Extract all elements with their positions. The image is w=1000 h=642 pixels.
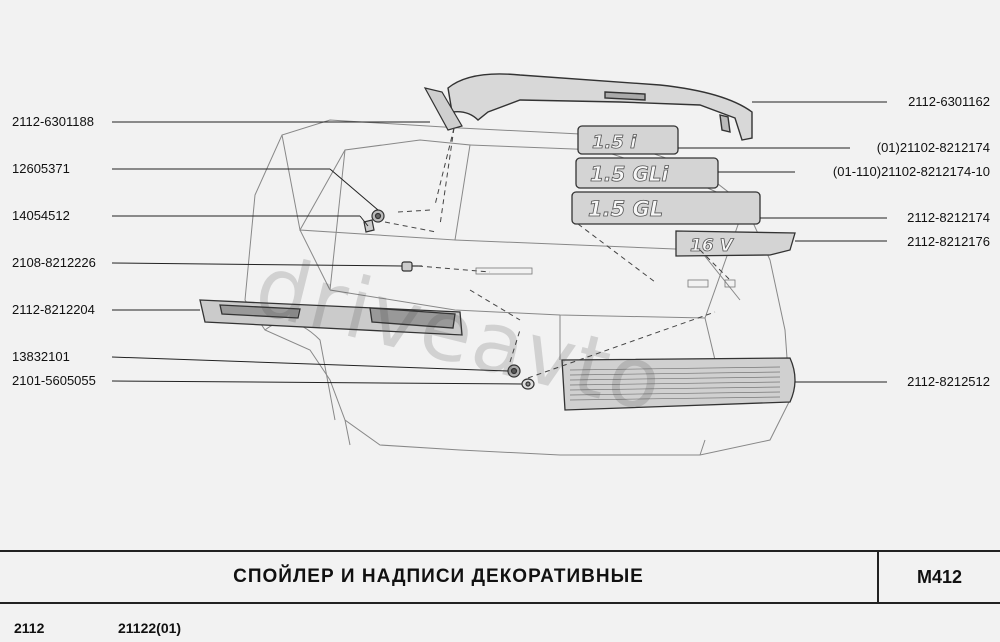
- footer-variant: 21122(01): [118, 620, 182, 636]
- badge-1: [577, 125, 679, 155]
- rear-spoiler: [447, 73, 753, 141]
- title-divider: [877, 552, 879, 602]
- label-2112-8212176: 2112-8212176: [907, 234, 990, 249]
- badge-4-text: 16 V: [690, 236, 735, 256]
- label-01-21102-8212174: (01)21102-8212174: [876, 140, 990, 155]
- label-01-110-21102-8212174-10: (01-110)21102-8212174-10: [832, 164, 990, 179]
- label-2112-8212174: 2112-8212174: [907, 210, 990, 225]
- label-2108-8212226: 2108-8212226: [12, 255, 96, 270]
- label-2112-6301162: 2112-6301162: [908, 94, 990, 109]
- sheet-code: М412: [916, 567, 963, 587]
- badge-3: [571, 191, 761, 225]
- label-2112-8212512: 2112-8212512: [907, 374, 990, 389]
- exploded-parts-diagram: 1.5 i 1.5 GLi 1.5 GL 16 V: [111, 73, 887, 456]
- label-13832101: 13832101: [12, 349, 70, 364]
- label-2101-5605055: 2101-5605055: [12, 373, 96, 388]
- label-12605371: 12605371: [12, 161, 70, 176]
- label-2112-8212204: 2112-8212204: [12, 302, 95, 317]
- side-molding: [199, 299, 463, 336]
- badge-2-text: 1.5 GLi: [590, 162, 670, 186]
- badge-3-text: 1.5 GL: [588, 197, 663, 221]
- page-title: СПОЙЛЕР И НАДПИСИ ДЕКОРАТИВНЫЕ: [233, 566, 644, 587]
- title-bar: СПОЙЛЕР И НАДПИСИ ДЕКОРАТИВНЫЕ М412: [0, 550, 1000, 604]
- washer-2101-5605055: [521, 378, 535, 390]
- spoiler-bracket: [423, 87, 463, 131]
- bushing-2108-8212226: [401, 261, 422, 272]
- badge-4: [675, 230, 796, 257]
- label-14054512: 14054512: [12, 208, 70, 223]
- rear-trim-panel: [561, 357, 796, 411]
- badge-1-text: 1.5 i: [592, 132, 637, 153]
- badge-2: [575, 157, 719, 189]
- clip-14054512: [363, 219, 375, 233]
- clip-12605371: [371, 209, 385, 223]
- nut-13832101: [507, 364, 521, 378]
- label-2112-6301188: 2112-6301188: [12, 114, 94, 129]
- footer-model: 2112: [14, 620, 45, 636]
